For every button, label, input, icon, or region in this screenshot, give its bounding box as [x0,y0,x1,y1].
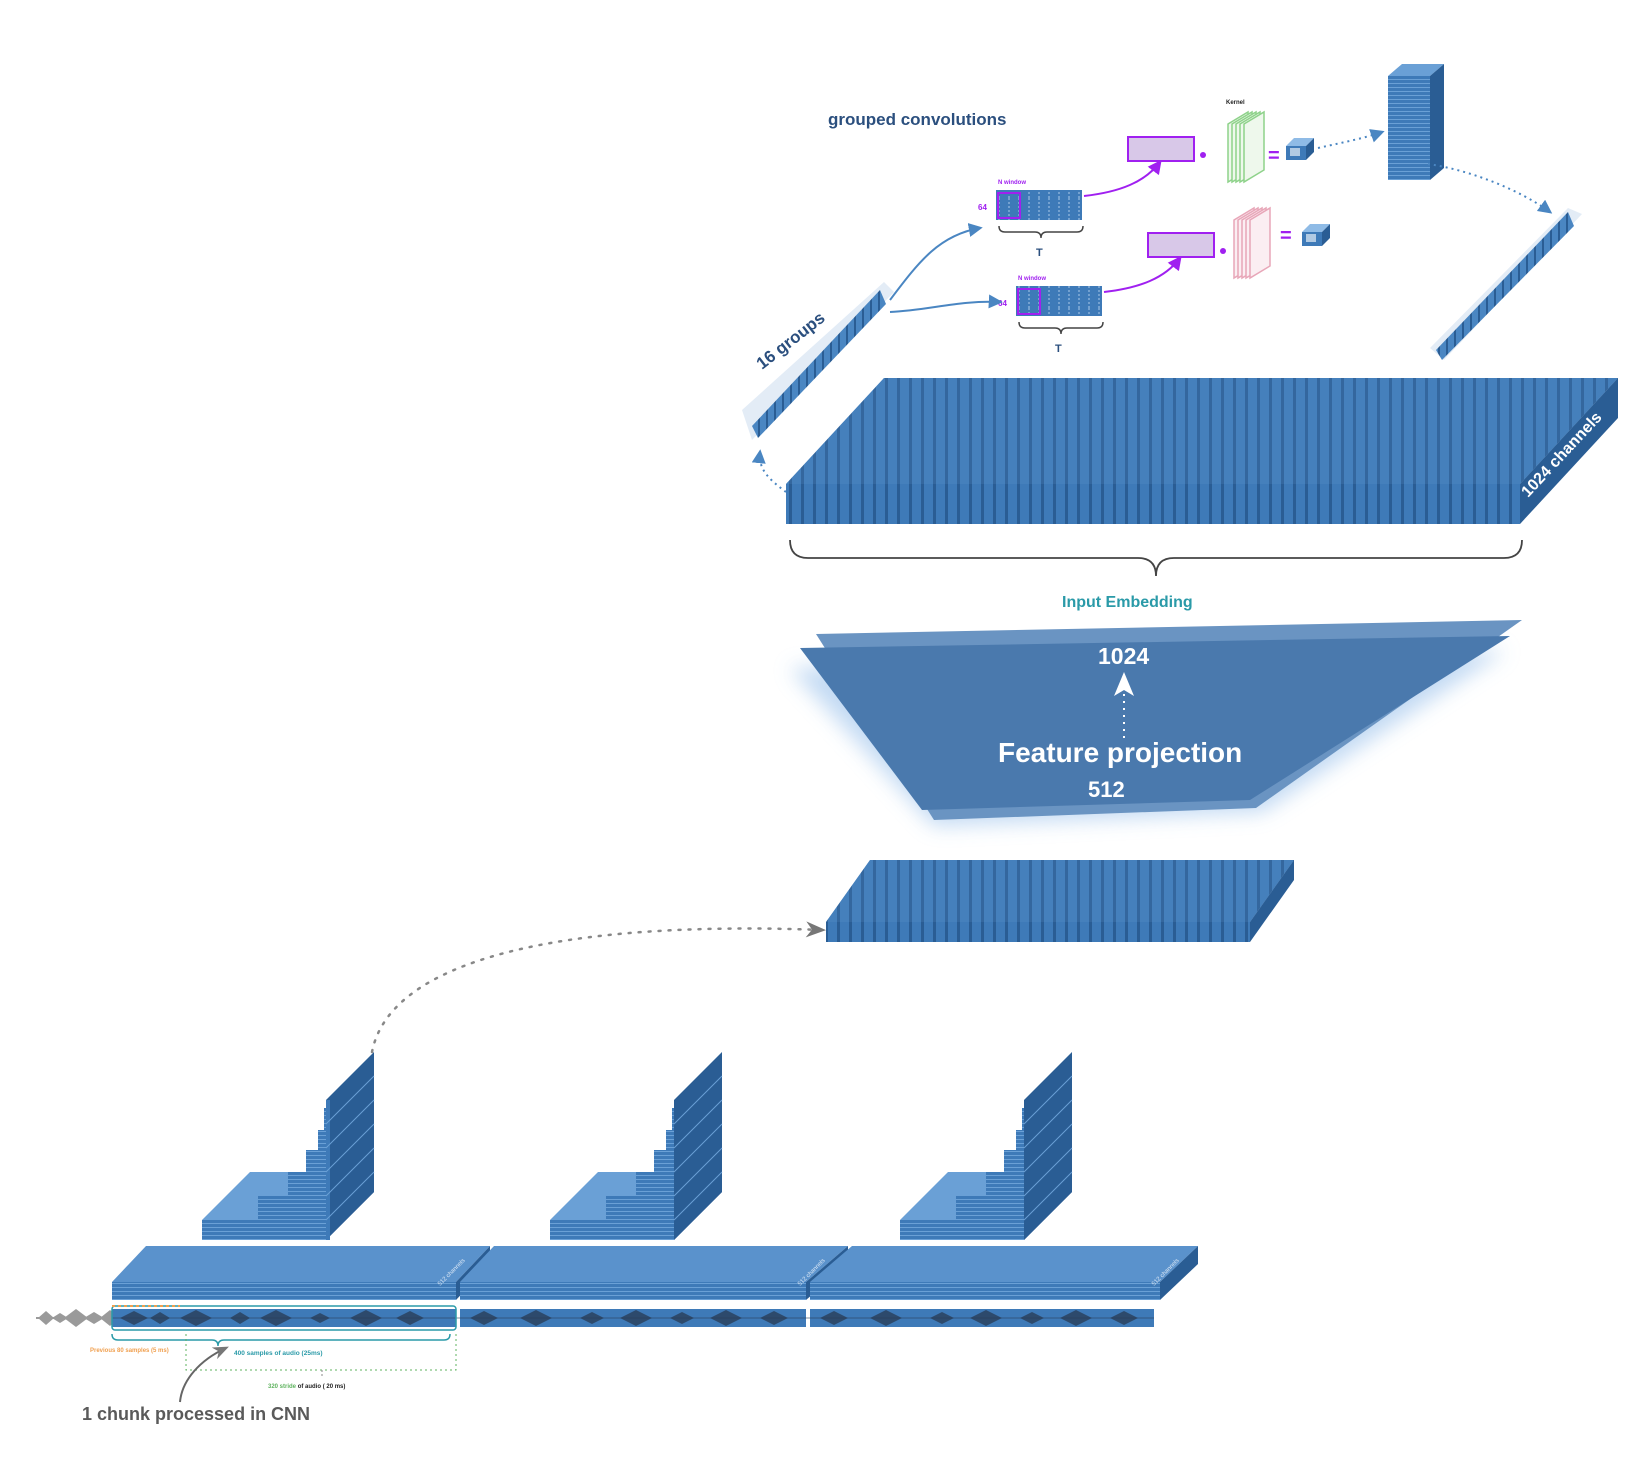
cnn-layer-stack-3 [900,1052,1073,1240]
result-cube-lower [1302,224,1330,246]
embedding-brace [789,539,1523,577]
kernel-stack-pink [1233,206,1271,280]
output-column-block [1388,64,1444,180]
arrow-to-output-column [1317,129,1385,149]
kernel-label: Kernel [1226,100,1245,106]
input-embedding-label: Input Embedding [1062,594,1193,611]
channel-slab-2 [460,1246,848,1300]
sixteen-groups-strip [742,282,894,440]
stride-label: 320 stride of audio ( 20 ms) [268,1384,345,1390]
previous-samples-label: Previous 80 samples (5 ms) [90,1348,169,1354]
equals-sign-upper: = [1268,145,1280,167]
group-block-lower [1016,286,1104,335]
channel-slab-1 [112,1246,490,1300]
arrow-to-output-strip [1427,163,1553,214]
output-dim-label: 1024 [1098,643,1149,669]
output-groups-strip [1430,208,1582,360]
cnn-layer-stack-2 [550,1052,723,1240]
n-window-label-upper: N window [998,180,1026,186]
kernel-stack-green [1227,110,1265,184]
arrow-to-window-upper [1083,159,1162,197]
grouped-convolutions-title: grouped convolutions [828,110,1007,129]
stride-320-bracket [185,1334,457,1371]
t-label-lower: T [1055,343,1062,355]
feature-projection-block [790,620,1522,826]
group-block-upper [996,190,1084,239]
window-400-label: 400 samples of audio (25ms) [234,1350,323,1357]
cnn-feature-block-512 [826,860,1294,942]
input-dim-label: 512 [1088,777,1125,802]
result-cube-upper [1286,138,1314,160]
chunk-arrow [179,1346,229,1403]
arrow-to-lower-group [889,294,1003,313]
arrow-to-window-lower [1103,255,1182,293]
arrow-embedding-to-groups [751,449,787,493]
window-400-brace [111,1333,451,1347]
audio-waveform-gray [36,1309,120,1327]
stride-rest: of audio ( 20 ms) [296,1384,345,1390]
t-label-upper: T [1036,247,1043,259]
dot-operator-upper [1200,152,1206,158]
embedding-block-1024 [786,378,1618,524]
chunk-caption: 1 chunk processed in CNN [82,1404,310,1424]
window-slice-upper [1127,136,1195,162]
projection-arrowhead [1114,672,1134,696]
n-window-label-lower: N window [1018,276,1046,282]
stride-number: 320 stride [268,1384,297,1390]
arrow-to-upper-group [889,223,983,301]
size-64-label-upper: 64 [978,203,987,212]
size-64-label-lower: 64 [998,299,1007,308]
feature-projection-label: Feature projection [998,737,1242,768]
cnn-layer-stack-1 [202,1052,375,1240]
window-400-outline [111,1305,457,1331]
channel-slab-3 [810,1246,1198,1300]
equals-sign-lower: = [1280,225,1292,247]
window-slice-lower [1147,232,1215,258]
arrow-cnn-to-features [370,921,826,1054]
dot-operator-lower [1220,248,1226,254]
